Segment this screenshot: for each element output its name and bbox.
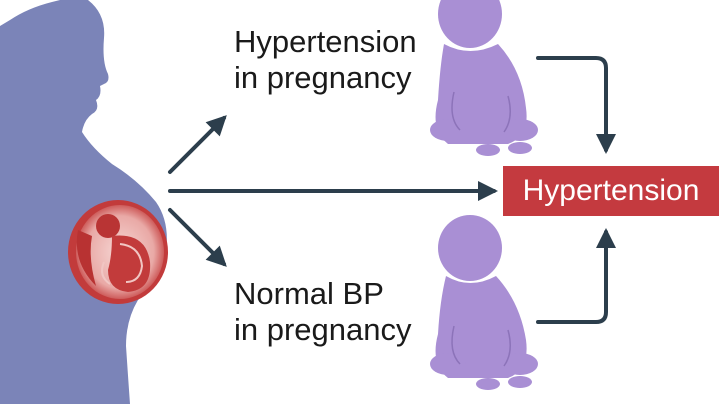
- label-hypertension-in-pregnancy: Hypertension in pregnancy: [234, 24, 417, 96]
- arrows: [168, 56, 616, 324]
- label-top-line2: in pregnancy: [234, 60, 412, 95]
- pregnant-woman-silhouette: [0, 0, 167, 404]
- sitting-baby-bottom-outline: [451, 325, 511, 367]
- sitting-baby-top-outline: [451, 91, 511, 133]
- sitting-baby-top: [430, 0, 538, 156]
- label-bottom-line1: Normal BP: [234, 276, 384, 311]
- arrow-to-hypertension-pregnancy: [168, 115, 227, 174]
- label-top-line1: Hypertension: [234, 24, 417, 59]
- arrow-bottom-baby-to-outcome: [536, 228, 616, 324]
- arrow-top-baby-to-outcome: [536, 56, 616, 154]
- fetus-in-womb: [68, 200, 168, 304]
- label-bottom-line2: in pregnancy: [234, 312, 412, 347]
- sitting-baby-bottom: [430, 215, 538, 390]
- label-normal-bp-in-pregnancy: Normal BP in pregnancy: [234, 276, 412, 348]
- arrow-to-normal-bp-pregnancy: [168, 208, 227, 267]
- outcome-hypertension-box: Hypertension: [503, 166, 719, 216]
